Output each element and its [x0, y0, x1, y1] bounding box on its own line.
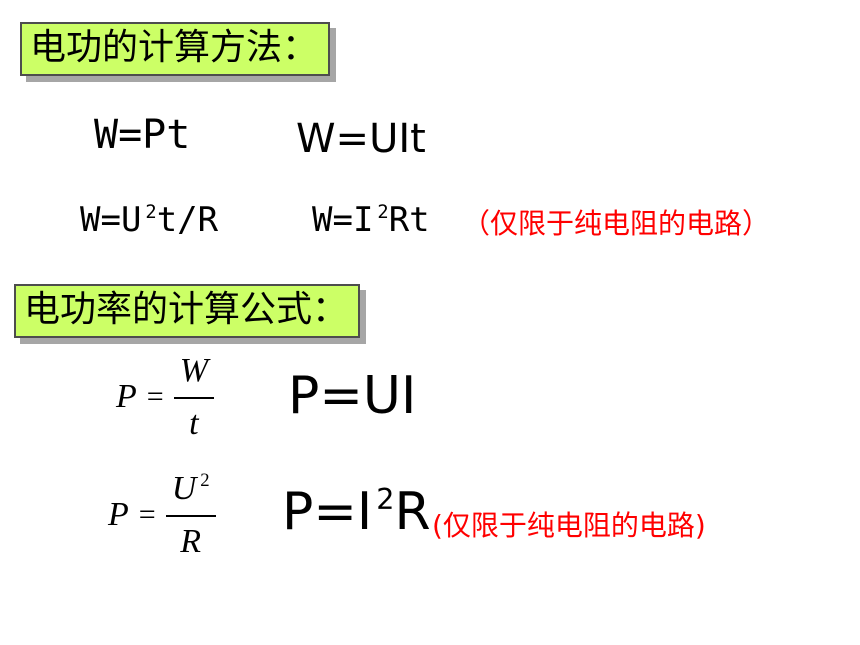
- formula-p-i2r-suffix: R: [394, 482, 431, 543]
- formula-p-i2r-prefix: P=I: [282, 482, 373, 543]
- frac2-denominator: R: [180, 522, 202, 560]
- formula-w-u2tr-prefix: W=U: [80, 200, 142, 240]
- power-heading: 电功率的计算公式：: [14, 284, 361, 338]
- frac1-equals: =: [146, 380, 164, 414]
- formula-w-uit: W=UIt: [296, 116, 426, 162]
- frac1-denominator: t: [189, 404, 199, 442]
- frac2-equals: =: [138, 498, 156, 532]
- formula-p-w-over-t: P = W t: [116, 352, 215, 442]
- work-heading: 电功的计算方法：: [20, 22, 331, 76]
- formula-w-u2tr-sup: 2: [145, 201, 157, 223]
- formula-w-i2rt-suffix: Rt: [388, 200, 430, 240]
- formula-p-i2r-sup: 2: [376, 482, 395, 516]
- frac2-numerator-sup: 2: [200, 469, 210, 491]
- frac2-numerator-var: U: [171, 470, 197, 507]
- power-pure-resistance-note: (仅限于纯电阻的电路): [432, 509, 706, 542]
- frac1-fraction-bar: [173, 397, 215, 399]
- frac1-fraction: W t: [173, 352, 215, 442]
- formula-p-ui: P=UI: [288, 366, 417, 426]
- formula-w-i2rt-prefix: W=I: [312, 200, 374, 240]
- formula-w-pt: W=Pt: [94, 112, 191, 158]
- frac2-lhs: P: [108, 496, 129, 534]
- frac2-fraction-bar: [165, 515, 216, 517]
- frac1-numerator: W: [179, 352, 209, 389]
- formula-w-i2rt-sup: 2: [377, 201, 389, 223]
- frac1-lhs: P: [116, 378, 137, 416]
- work-pure-resistance-note: （仅限于纯电阻的电路）: [462, 207, 771, 240]
- formula-w-u2tr-suffix: t/R: [156, 200, 219, 240]
